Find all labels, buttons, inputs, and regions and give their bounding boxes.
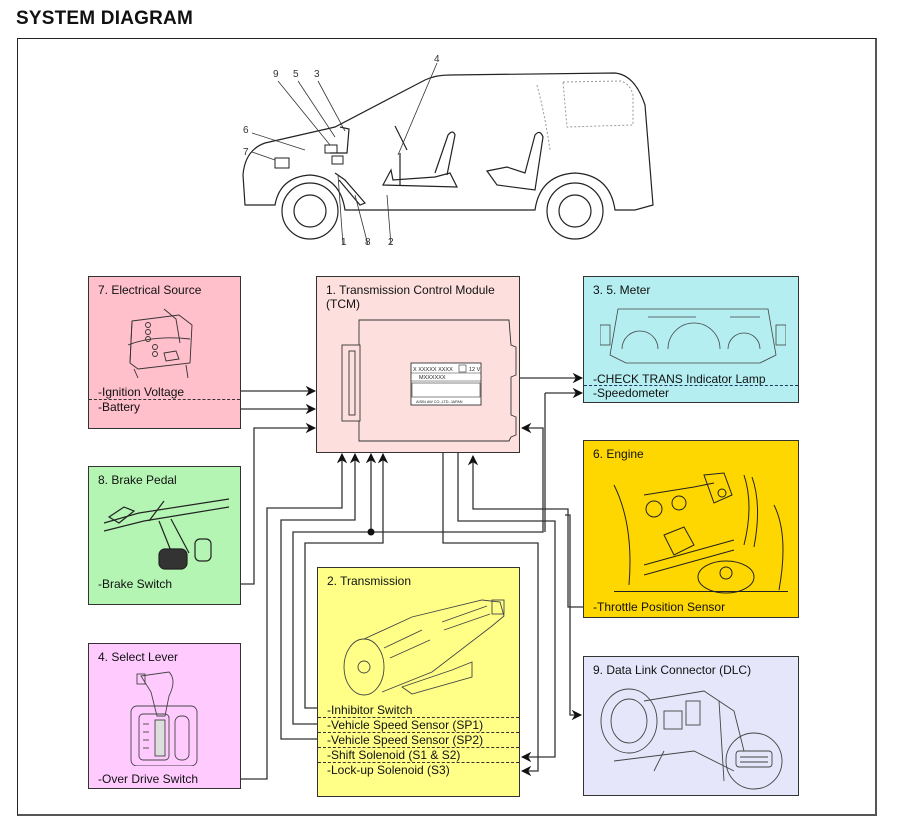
transmission-box: 2. Transmission -Inhibitor Switch -Vehic… [317,567,520,797]
wire-speed-sensor-sp2 [280,452,361,740]
callout-8: 8 [365,237,371,248]
brake-pedal-icon [103,498,230,570]
instrument-cluster-icon [600,308,786,364]
signal-check-trans-lamp: -CHECK TRANS Indicator Lamp [593,372,766,386]
signal-over-drive-switch: -Over Drive Switch [98,772,199,786]
control-module-icon: X XXXXX XXXX 12 V MXXXXXX AISIN AW CO.,L… [341,319,517,442]
wire-inhibitor-switch [304,452,389,709]
tcm-heading-line2: (TCM) [326,297,360,311]
signal-vehicle-speed-sensor-sp2: -Vehicle Speed Sensor (SP2) [327,733,484,747]
wire-lockup-solenoid [442,453,539,777]
transmission-icon [343,599,505,696]
wire-over-drive-switch [241,452,348,780]
tcm-label-model: MXXXXXX [419,375,446,381]
shift-lever-icon [130,671,198,766]
tcm-label-part-number: X XXXXX XXXX [413,367,453,373]
signal-ignition-voltage: -Ignition Voltage [98,385,185,399]
dlc-box: 9. Data Link Connector (DLC) [583,656,799,796]
tcm-label-maker: AISIN AW CO.,LTD. JAPAN [416,400,463,404]
wire-junction-dot [367,528,375,536]
callout-6: 6 [243,125,249,136]
signal-inhibitor-switch: -Inhibitor Switch [327,703,413,717]
vehicle-location-illustration: 9 5 3 4 6 7 1 8 2 [242,55,654,248]
divider [318,762,519,763]
wire-brake-switch [241,422,317,585]
select-lever-heading: 4. Select Lever [98,650,179,664]
engine-heading: 6. Engine [593,447,644,461]
wire-throttle-position [467,454,583,608]
signal-shift-solenoid: -Shift Solenoid (S1 & S2) [327,748,461,762]
battery-icon [127,308,193,379]
divider [318,717,519,718]
signal-lockup-solenoid: -Lock-up Solenoid (S3) [327,763,450,777]
dashboard-dlc-icon [600,688,783,790]
electrical-source-heading: 7. Electrical Source [98,283,202,297]
engine-box: 6. Engine -Throttle Position Sensor [583,440,799,618]
page-title: SYSTEM DIAGRAM [16,8,193,29]
divider [614,591,788,592]
electrical-source-box: 7. Electrical Source -Ignition Voltage -… [88,276,241,429]
signal-throttle-position-sensor: -Throttle Position Sensor [593,600,726,614]
wire-shift-solenoid [457,453,556,763]
callout-1: 1 [341,237,347,248]
callout-9: 9 [273,69,279,80]
dlc-heading: 9. Data Link Connector (DLC) [593,663,752,677]
callout-3: 3 [314,69,320,80]
signal-battery: -Battery [98,400,141,414]
divider [318,747,519,748]
brake-pedal-box: 8. Brake Pedal -Brake Switch [88,466,241,605]
callout-2: 2 [388,237,394,248]
divider [318,732,519,733]
meter-heading: 3. 5. Meter [593,283,651,297]
brake-pedal-heading: 8. Brake Pedal [98,473,177,487]
tcm-label-voltage: 12 V [469,367,481,373]
signal-brake-switch: -Brake Switch [98,577,173,591]
callout-7: 7 [243,147,249,158]
callout-5: 5 [293,69,299,80]
divider [89,399,240,400]
wire-speed-sensor-sp1 [292,422,544,725]
transmission-heading: 2. Transmission [327,574,412,588]
signal-speedometer: -Speedometer [593,386,670,400]
meter-box: 3. 5. Meter -CHECK TRANS Indicator Lamp … [583,276,799,403]
select-lever-box: 4. Select Lever -Over Drive Switch [88,643,241,789]
throttle-body-icon [613,472,784,594]
diagram-frame [17,38,877,816]
tcm-heading: 1. Transmission Control Module (TCM) [326,283,495,311]
callout-4: 4 [434,55,440,65]
tcm-box: 1. Transmission Control Module (TCM) X X… [316,276,520,453]
signal-vehicle-speed-sensor-sp1: -Vehicle Speed Sensor (SP1) [327,718,484,732]
tcm-heading-line1: 1. Transmission Control Module [326,283,495,297]
wire-tcm-to-dlc [565,514,583,721]
divider [584,385,798,386]
